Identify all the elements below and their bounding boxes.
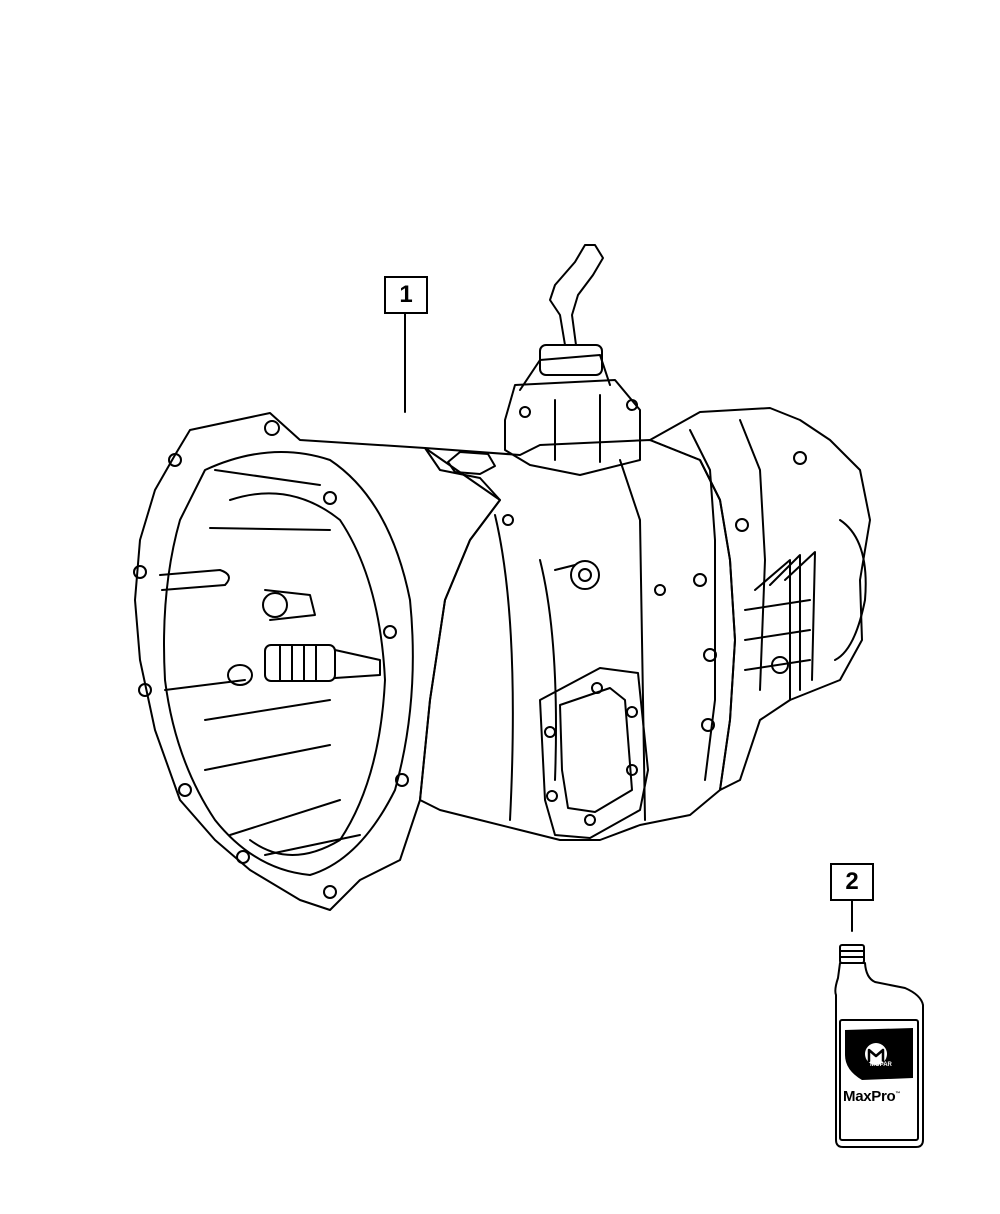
mopar-m-icon xyxy=(865,1043,887,1065)
case-seam xyxy=(539,559,557,781)
bell-housing-ring xyxy=(229,492,386,856)
main-case xyxy=(419,439,736,841)
release-fork xyxy=(262,589,316,621)
flange-bolt-hole xyxy=(138,683,152,697)
flange-bolt-hole xyxy=(383,625,397,639)
rear-bolt xyxy=(793,451,807,465)
bell-rib xyxy=(264,834,361,856)
case-bolt xyxy=(701,718,715,732)
shift-lever xyxy=(549,244,604,346)
input-shaft xyxy=(164,644,381,691)
case-bolt xyxy=(693,573,707,587)
bell-housing-flange xyxy=(134,412,501,911)
case-seam xyxy=(494,514,514,821)
flange-bolt-hole xyxy=(236,850,250,864)
bell-rib xyxy=(214,469,321,486)
rear-housing-flange xyxy=(689,429,716,781)
flange-bolt-hole xyxy=(323,885,337,899)
flange-bolt-hole xyxy=(264,420,280,436)
rear-bolt xyxy=(771,656,789,674)
fill-plug xyxy=(447,451,496,475)
inspection-cover xyxy=(539,667,649,839)
bell-rib xyxy=(209,527,331,531)
transmission-assembly xyxy=(133,244,871,911)
shifter-tower xyxy=(504,244,641,476)
bottle-cap xyxy=(839,944,865,964)
flange-bolt-hole xyxy=(178,783,192,797)
rear-ribs xyxy=(744,551,816,701)
callout-2: 2 xyxy=(830,863,874,901)
case-bolt xyxy=(654,584,666,596)
rear-housing xyxy=(649,407,871,791)
bottle-product-text: MaxPro™ xyxy=(843,1088,900,1105)
output-flange xyxy=(834,519,867,661)
trademark-symbol: ™ xyxy=(895,1091,901,1097)
case-bolt xyxy=(502,514,514,526)
case-bolt xyxy=(703,648,717,662)
flange-bolt-hole xyxy=(168,453,182,467)
drain-plug xyxy=(554,560,600,590)
flange-bolt-hole xyxy=(395,773,409,787)
bell-rib xyxy=(229,799,341,836)
flange-bolt-hole xyxy=(133,565,147,579)
bottle-product-name: MaxPro xyxy=(843,1088,896,1105)
callout-1: 1 xyxy=(384,276,428,314)
bell-rib xyxy=(204,744,331,771)
bottle-body xyxy=(834,962,924,1148)
bottle-brand-text: MOPAR xyxy=(870,1062,892,1068)
bottle-label-panel xyxy=(839,1019,919,1141)
bell-rib xyxy=(204,699,331,721)
bell-housing-inner xyxy=(163,451,414,876)
rear-bolt xyxy=(735,518,749,532)
fluid-bottle xyxy=(834,944,924,1148)
flange-bolt-hole xyxy=(323,491,337,505)
bell-rib xyxy=(159,569,230,591)
rear-housing-flange xyxy=(739,419,766,691)
